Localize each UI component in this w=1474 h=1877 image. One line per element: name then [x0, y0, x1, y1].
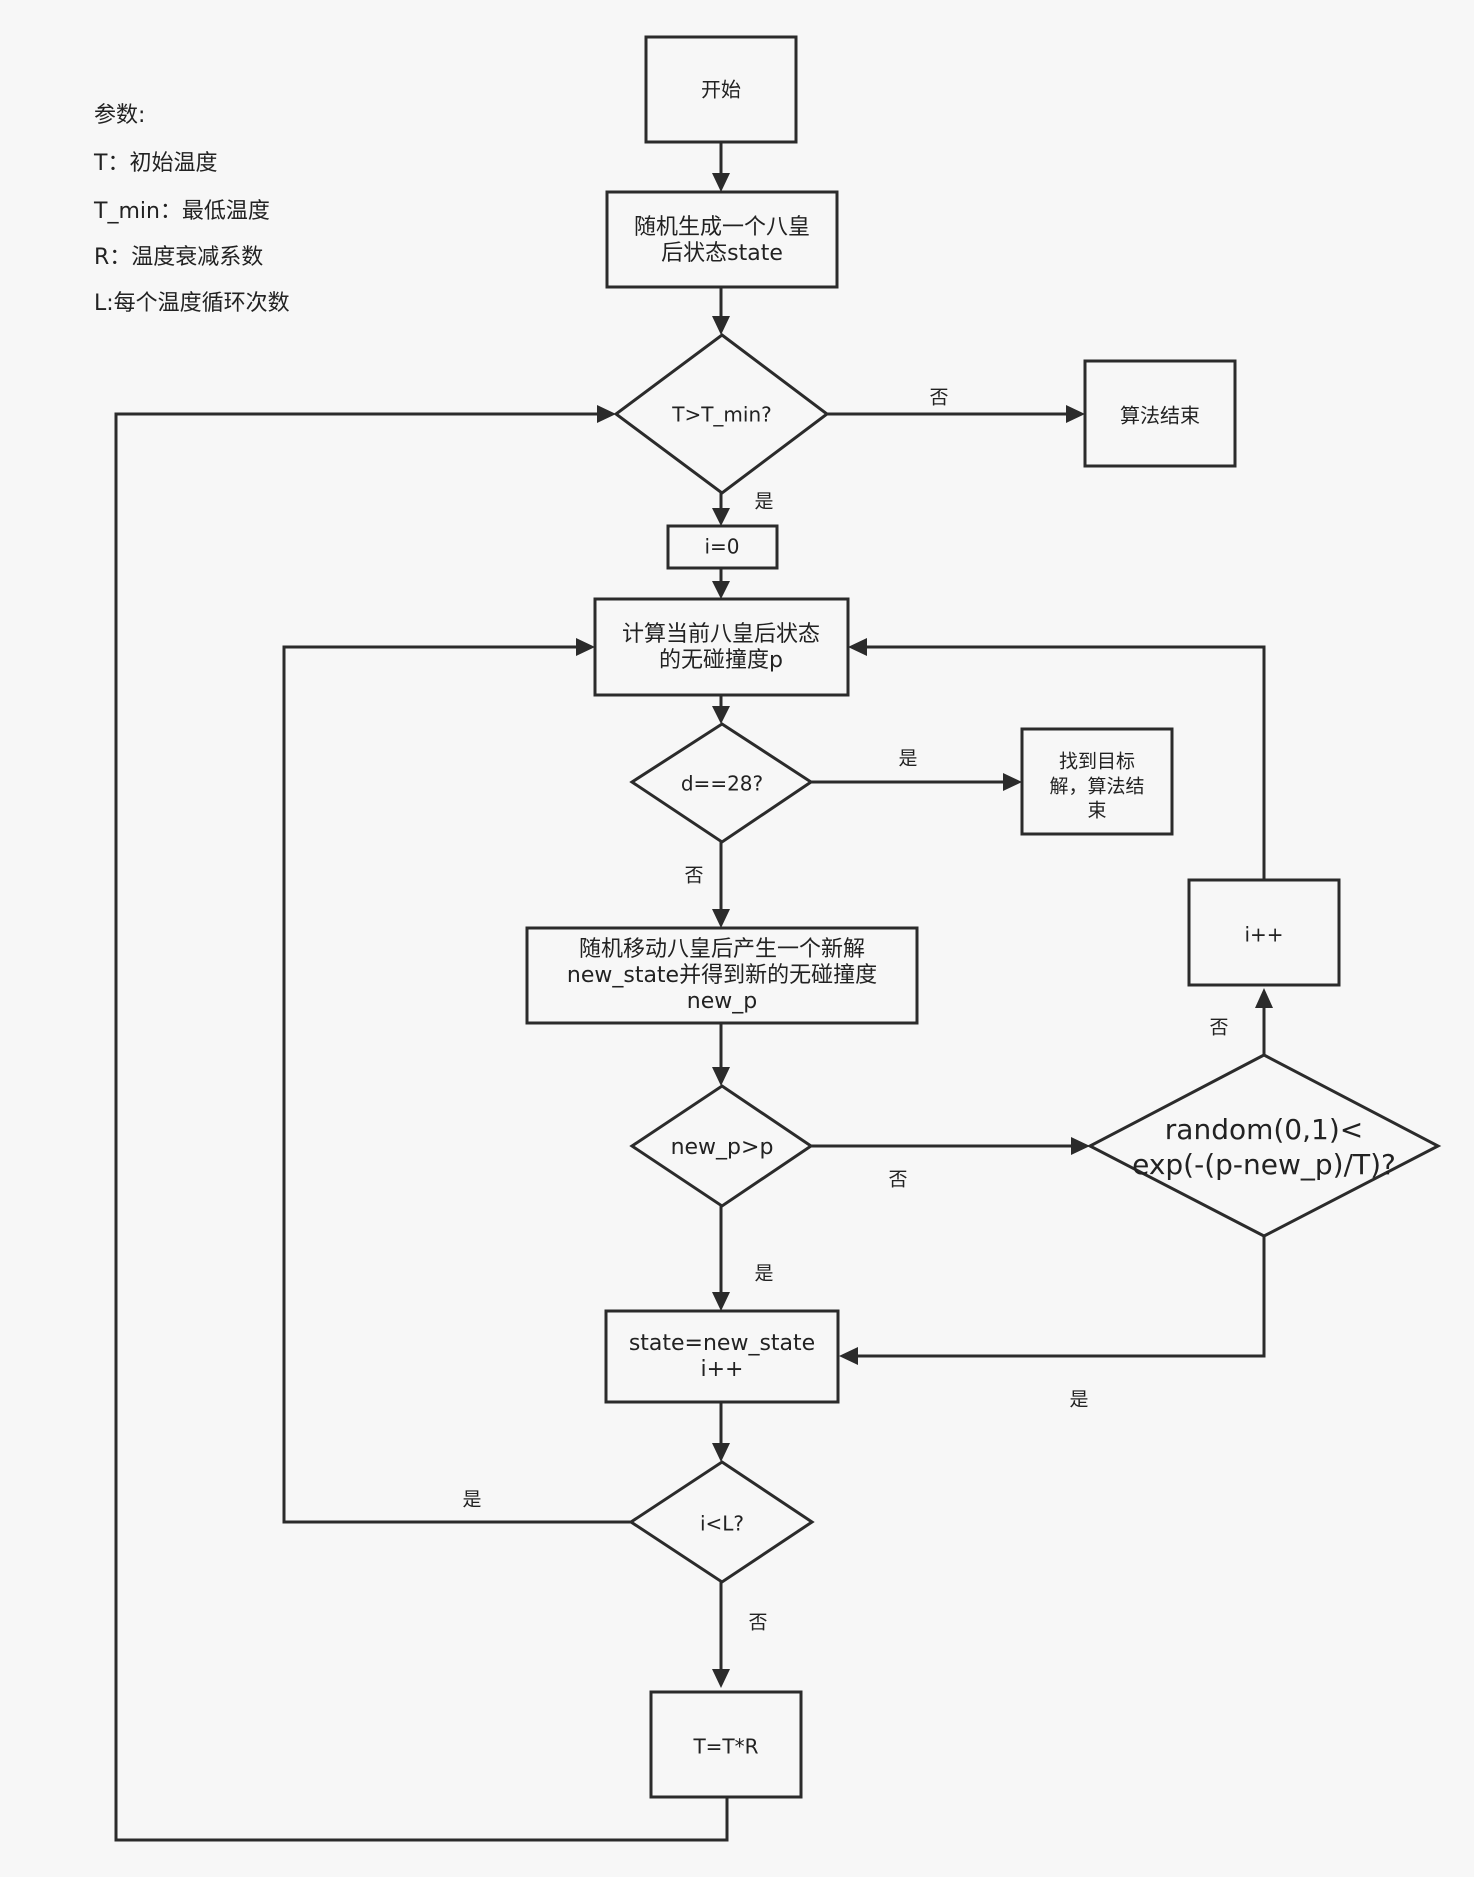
node-cond-newp-diamond	[629, 1084, 814, 1208]
edge-label-d-no: 否	[684, 865, 703, 887]
edge-loop-calc	[282, 645, 631, 1524]
param-r: R：温度衰减系数	[94, 245, 263, 270]
edge-newp-accept-arrow	[712, 1292, 730, 1311]
node-calc-p-line2: 的无碰撞度p	[659, 648, 783, 673]
edge-label-temp-yes: 是	[754, 491, 773, 513]
node-init-state: 随机生成一个八皇 后状态state	[605, 190, 839, 289]
node-new-solution-box	[525, 926, 919, 1025]
node-start-box	[644, 35, 798, 144]
edge-label-newp-yes: 是	[754, 1263, 773, 1285]
node-start: 开始	[644, 35, 798, 144]
edge-random-accept-arrow	[839, 1347, 858, 1365]
node-accept: state=new_state i++	[604, 1309, 840, 1404]
edge-newp-random-arrow	[1071, 1137, 1090, 1155]
node-cond-loop-diamond	[628, 1460, 815, 1584]
node-calc-p: 计算当前八皇后状态 的无碰撞度p	[593, 597, 850, 697]
edge-loop-calc-arrow	[576, 638, 595, 656]
node-cond-loop: i<L?	[628, 1460, 815, 1584]
edge-new-cond-arrow	[712, 1067, 730, 1086]
node-cond-random-line1: random(0,1)<	[1165, 1113, 1363, 1146]
edge-cond-i0-arrow	[712, 508, 730, 526]
edge-inc-calc	[866, 645, 1266, 880]
node-inc-i-right-label: i++	[1244, 923, 1283, 947]
node-end-algo: 算法结束	[1083, 359, 1237, 468]
node-accept-box	[604, 1309, 840, 1404]
edge-calc-d-arrow	[712, 706, 730, 724]
node-found-box	[1020, 727, 1174, 836]
node-cond-temp-label: T>T_min?	[671, 403, 772, 427]
params-title: 参数:	[94, 103, 145, 128]
node-cool-label: T=T*R	[692, 1735, 758, 1759]
node-inc-i-right: i++	[1187, 878, 1341, 987]
node-found: 找到目标 解，算法结 束	[1020, 727, 1174, 836]
node-cond-d-diamond	[629, 722, 814, 844]
node-cond-temp-diamond	[613, 333, 830, 495]
node-init-i-box	[666, 524, 779, 570]
param-tmin: T_min：最低温度	[93, 199, 270, 224]
node-start-label: 开始	[701, 78, 741, 102]
edge-label-random-no: 否	[1209, 1017, 1228, 1039]
node-cool: T=T*R	[649, 1690, 803, 1799]
node-init-state-line2: 后状态state	[661, 241, 783, 266]
edge-inc-calc-arrow	[848, 638, 867, 656]
node-inc-i-right-box	[1187, 878, 1341, 987]
edge-label-newp-no: 否	[888, 1169, 907, 1191]
node-new-solution-line2: new_state并得到新的无碰撞度	[567, 963, 877, 988]
node-calc-p-line1: 计算当前八皇后状态	[622, 622, 820, 647]
edge-init-cond-arrow	[712, 316, 730, 335]
node-new-solution: 随机移动八皇后产生一个新解 new_state并得到新的无碰撞度 new_p	[525, 926, 919, 1025]
edge-start-init-arrow	[712, 173, 730, 192]
node-init-i-label: i=0	[704, 535, 739, 559]
node-accept-line1: state=new_state	[629, 1331, 815, 1356]
edges	[114, 142, 1273, 1842]
node-cond-random: random(0,1)< exp(-(p-new_p)/T)?	[1086, 1053, 1442, 1238]
node-cond-temp: T>T_min?	[613, 333, 830, 495]
node-cool-box	[649, 1690, 803, 1799]
node-init-i: i=0	[666, 524, 779, 570]
node-cond-loop-label: i<L?	[700, 1512, 744, 1536]
edge-cool-cond	[114, 412, 729, 1842]
edge-cond-end-arrow	[1066, 405, 1085, 423]
node-cond-random-diamond	[1086, 1053, 1442, 1238]
edge-label-temp-no: 否	[929, 387, 948, 409]
node-cond-d: d==28?	[629, 722, 814, 844]
edge-accept-loop-arrow	[712, 1443, 730, 1462]
node-cond-newp: new_p>p	[629, 1084, 814, 1208]
node-new-solution-line1: 随机移动八皇后产生一个新解	[579, 937, 865, 962]
edge-loop-cool-arrow	[712, 1669, 730, 1688]
node-calc-p-box	[593, 597, 850, 697]
node-found-line3: 束	[1087, 800, 1106, 822]
edge-label-loop-yes: 是	[462, 1489, 481, 1511]
node-end-algo-label: 算法结束	[1120, 404, 1200, 428]
edge-random-inc-arrow	[1255, 988, 1273, 1008]
param-l: L:每个温度循环次数	[94, 291, 290, 316]
edge-label-d-yes: 是	[898, 748, 917, 770]
node-found-line1: 找到目标	[1059, 751, 1135, 773]
node-end-algo-box	[1083, 359, 1237, 468]
node-new-solution-line3: new_p	[687, 989, 757, 1014]
edge-label-loop-no: 否	[748, 1612, 767, 1634]
edge-random-accept	[857, 1236, 1266, 1358]
node-init-state-line1: 随机生成一个八皇	[634, 215, 810, 240]
node-cond-random-line2: exp(-(p-new_p)/T)?	[1132, 1148, 1396, 1181]
node-init-state-box	[605, 190, 839, 289]
param-t: T：初始温度	[93, 151, 217, 176]
node-cond-d-label: d==28?	[681, 772, 763, 796]
edge-d-found-arrow	[1003, 773, 1022, 791]
edge-d-new-arrow	[712, 909, 730, 928]
edge-label-random-yes: 是	[1069, 1389, 1088, 1411]
node-found-line2: 解，算法结	[1049, 776, 1144, 798]
edge-cool-cond-arrow	[597, 405, 616, 423]
edge-i0-calc-arrow	[712, 581, 730, 599]
node-accept-line2: i++	[701, 1357, 744, 1382]
node-cond-newp-label: new_p>p	[671, 1135, 774, 1160]
